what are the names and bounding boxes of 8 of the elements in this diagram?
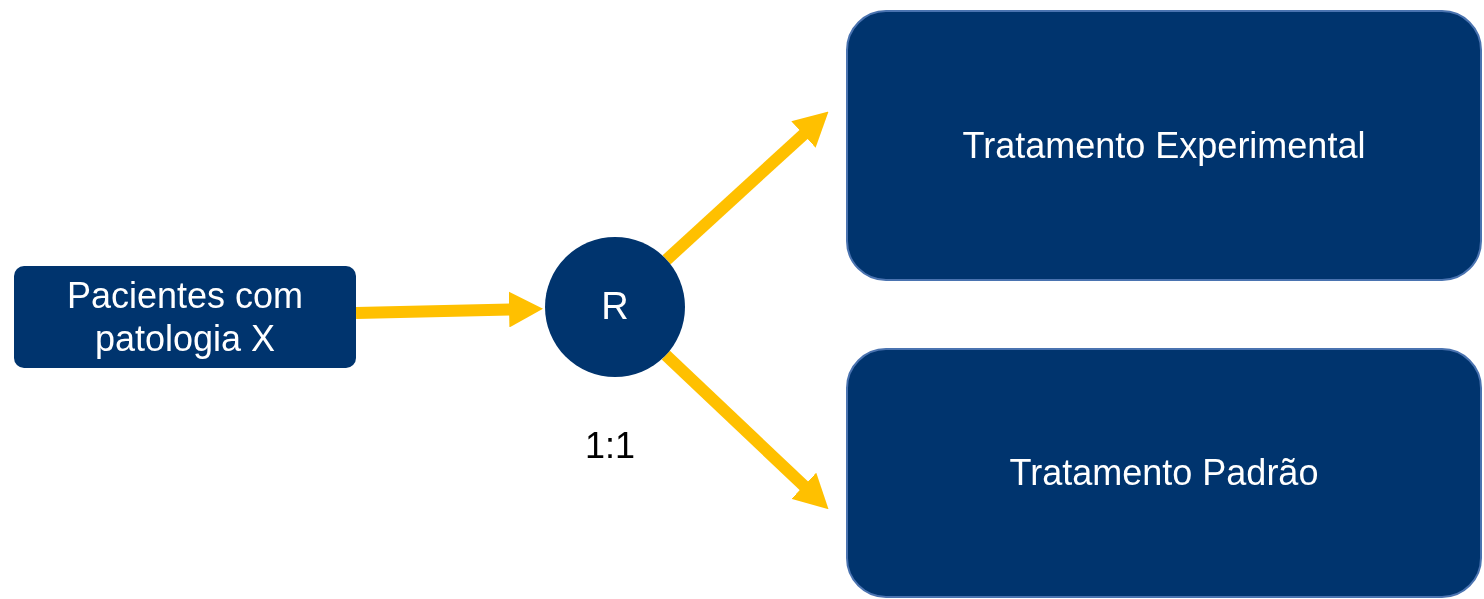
treatment-box — [846, 10, 1482, 281]
process-box — [14, 266, 356, 368]
node-label: Tratamento Experimental — [962, 123, 1366, 168]
node-label: R — [601, 284, 629, 330]
ratio-label: 1:1 — [585, 425, 636, 467]
treatment-box — [846, 348, 1482, 598]
node-label: Pacientes com patologia X — [65, 273, 305, 361]
node-label: Tratamento Padrão — [1009, 451, 1319, 495]
